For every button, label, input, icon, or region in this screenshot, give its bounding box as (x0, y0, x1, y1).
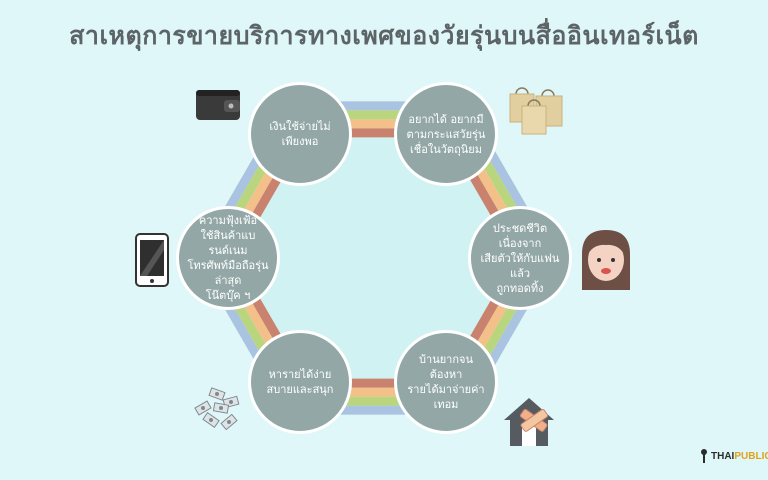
page-title: สาเหตุการขายบริการทางเพศของวัยรุ่นบนสื่อ… (69, 21, 699, 50)
thaipublica-logo: THAIPUBLICA (700, 447, 768, 465)
cause-label: หารายได้ง่าย สบายและสนุก (266, 368, 334, 396)
cause-node-easy-income: หารายได้ง่าย สบายและสนุก (248, 330, 352, 434)
shopping-bags-icon (509, 87, 563, 135)
sad-girl-icon (582, 230, 630, 290)
cause-node-heartbreak: ประชดชีวิตเนื่องจาก เสียตัวให้กับแฟนแล้ว… (468, 206, 572, 310)
cause-label: ประชดชีวิตเนื่องจาก เสียตัวให้กับแฟนแล้ว… (480, 221, 560, 295)
cause-label: เงินใช้จ่ายไม่เพียงพอ (269, 120, 331, 148)
wallet-icon (196, 90, 240, 120)
broken-house-icon (504, 398, 554, 446)
cause-label: บ้านยากจนต้องหา รายได้มาจ่ายค่าเทอม (407, 353, 485, 411)
keyhole-icon (700, 449, 708, 463)
money-pile-icon (194, 387, 240, 431)
cause-node-luxury: ความฟุ้งเฟ้อ ใช้สินค้าแบรนด์เนม โทรศัพท์… (176, 206, 280, 310)
smartphone-icon (135, 233, 169, 287)
cause-label: อยากได้ อยากมี ตามกระแสวัยรุ่น เชื่อในวั… (406, 112, 486, 156)
cause-node-trend: อยากได้ อยากมี ตามกระแสวัยรุ่น เชื่อในวั… (394, 82, 498, 186)
cause-node-tuition: บ้านยากจนต้องหา รายได้มาจ่ายค่าเทอม (394, 330, 498, 434)
hexagon-center (216, 119, 536, 397)
cause-node-money: เงินใช้จ่ายไม่เพียงพอ (248, 82, 352, 186)
cause-label: ความฟุ้งเฟ้อ ใช้สินค้าแบรนด์เนม โทรศัพท์… (187, 214, 269, 302)
